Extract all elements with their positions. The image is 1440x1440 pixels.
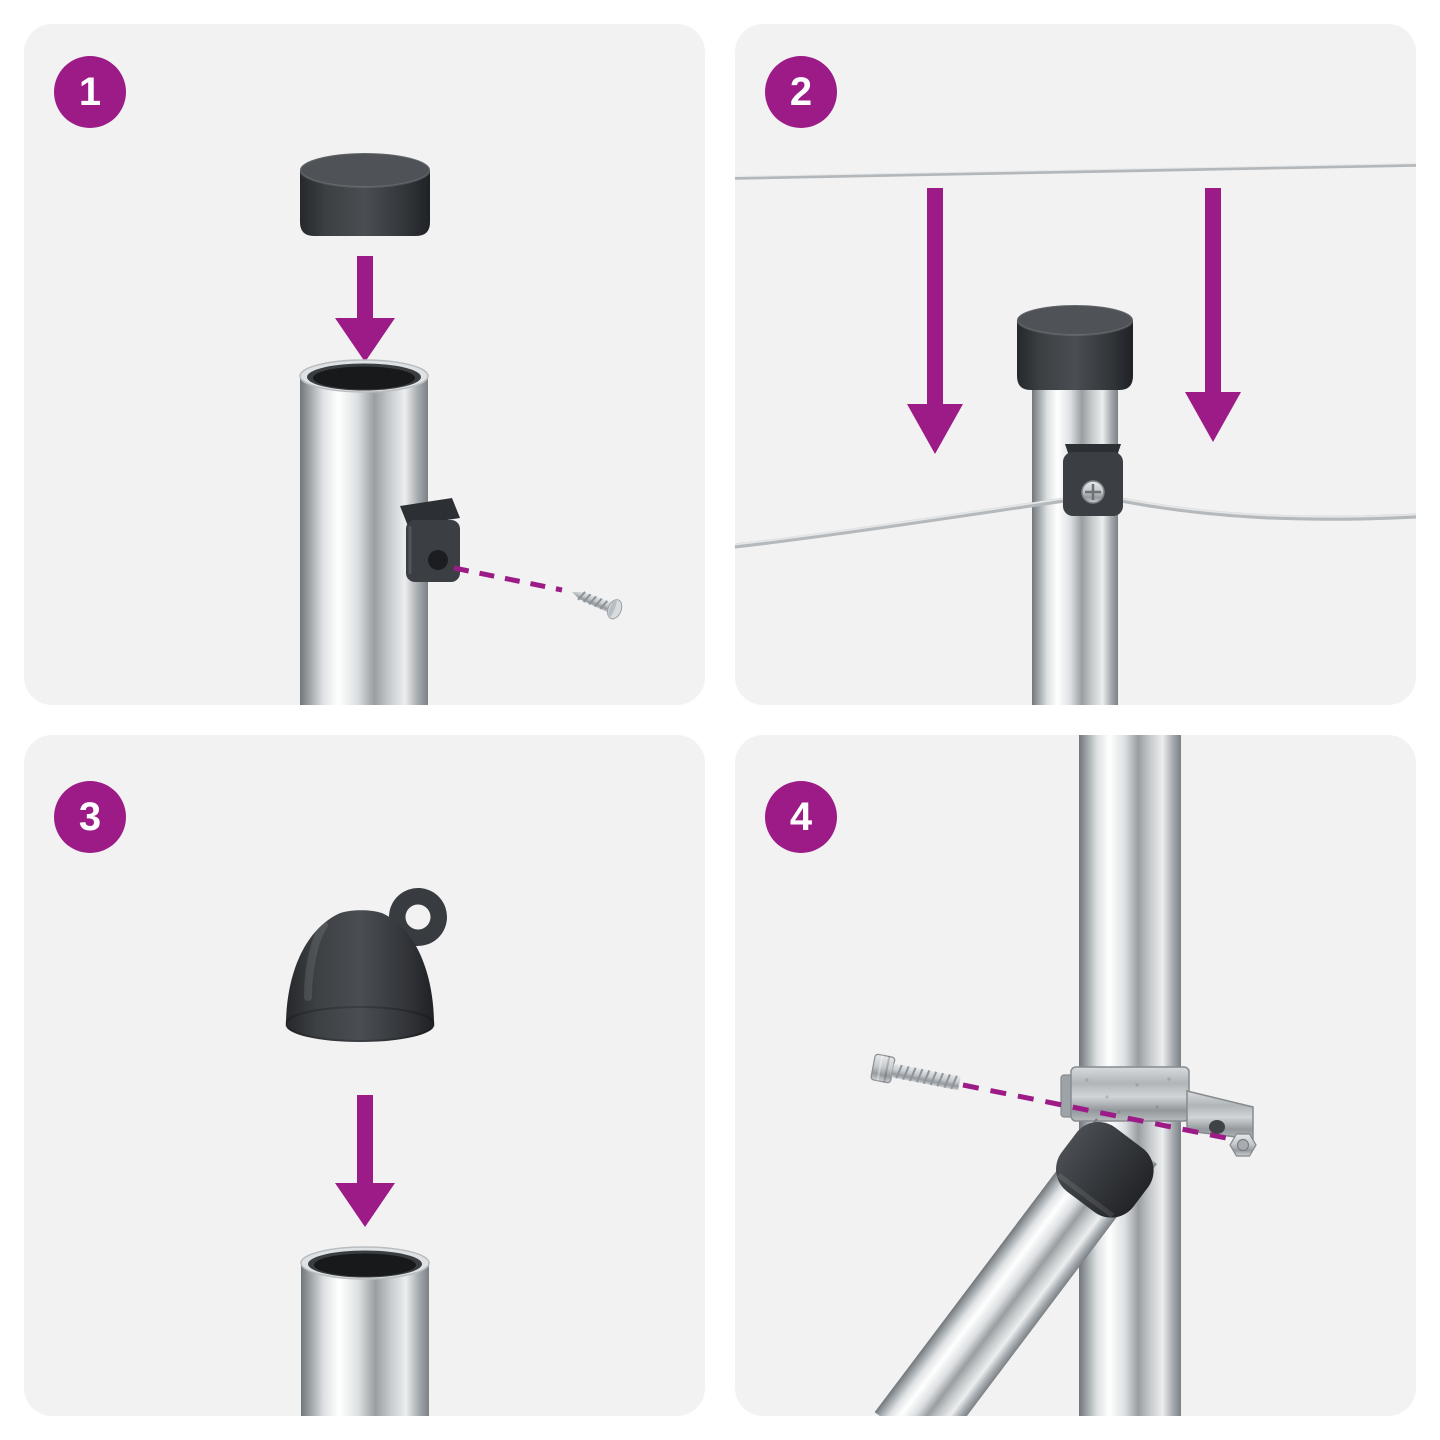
step-3-panel: 3	[24, 735, 705, 1416]
down-arrow-left-icon	[907, 188, 963, 454]
step-1-illustration	[299, 152, 623, 705]
step-1-badge: 1	[54, 56, 126, 128]
step-4-panel: 4	[735, 735, 1416, 1416]
upper-wire	[735, 162, 1416, 180]
step-2-panel: 2	[735, 24, 1416, 705]
step-4-badge: 4	[765, 781, 837, 853]
down-arrow-icon	[335, 1095, 395, 1227]
eyelet-cap	[285, 888, 447, 1042]
hex-nut	[1229, 1133, 1257, 1157]
diagonal-brace	[874, 1118, 1157, 1416]
step-3-number: 3	[78, 794, 102, 839]
hex-bolt	[870, 1053, 961, 1091]
post-end-cap	[299, 152, 431, 236]
down-arrow-icon	[335, 256, 395, 362]
step-4-illustration	[870, 735, 1257, 1416]
lower-wire	[735, 497, 1416, 549]
capped-post	[1016, 304, 1134, 705]
down-arrow-right-icon	[1185, 188, 1241, 442]
step-2-number: 2	[789, 69, 813, 114]
post-clip-with-screw	[1063, 444, 1123, 516]
step-2-illustration	[735, 162, 1416, 705]
step-3-badge: 3	[54, 781, 126, 853]
dashed-guide-line	[962, 1082, 1232, 1142]
step-3-illustration	[285, 888, 447, 1416]
step-1-number: 1	[78, 69, 102, 114]
step-1-panel: 1	[24, 24, 705, 705]
dashed-guide-line	[453, 565, 563, 593]
post-clip	[400, 498, 460, 582]
metal-post	[300, 1246, 430, 1416]
step-4-number: 4	[789, 794, 813, 839]
step-2-badge: 2	[765, 56, 837, 128]
screw	[572, 591, 623, 620]
